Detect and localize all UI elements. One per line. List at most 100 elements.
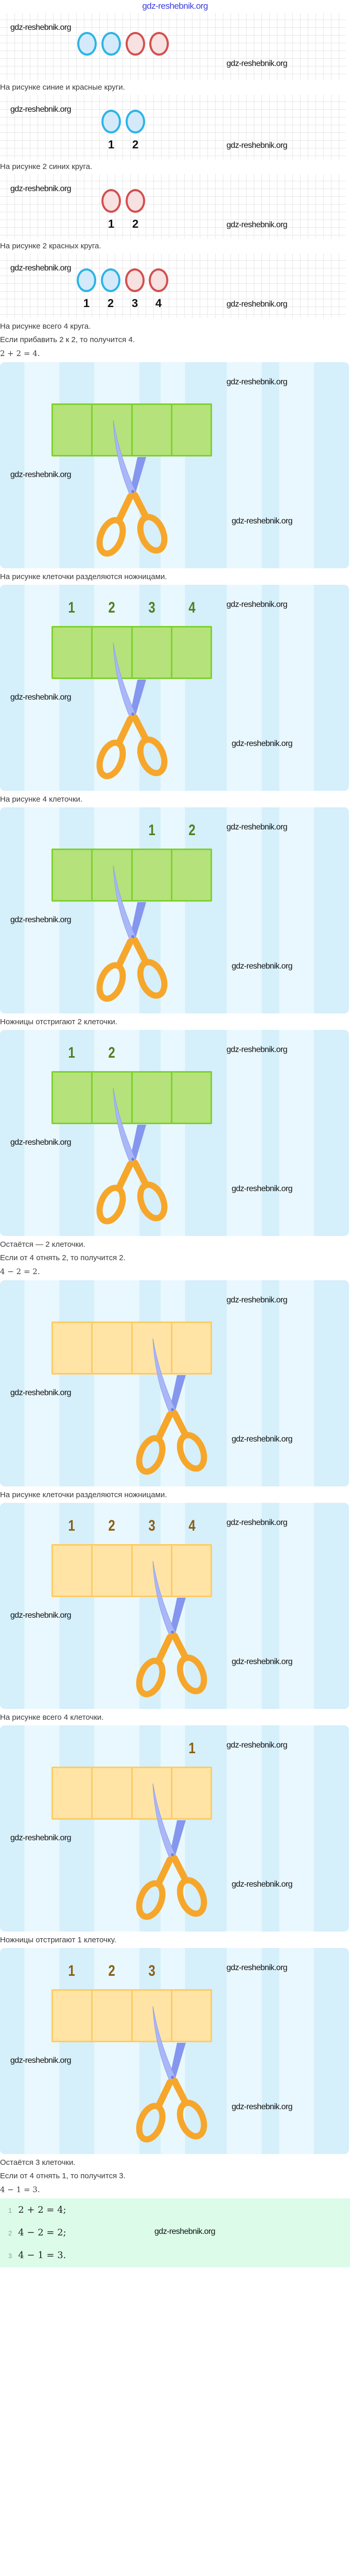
cell	[93, 1768, 133, 1818]
equation: 2 + 2 = 4.	[0, 349, 40, 358]
cell-number-label: 1	[68, 1517, 75, 1534]
circle-number-label: 3	[131, 297, 138, 310]
circle-figure: gdz-reshebnik.org gdz-reshebnik.org	[0, 13, 346, 80]
scissors-figure: 1 gdz-reshebnik.org gdz-reshebnik.org gdz-r…	[0, 1725, 349, 1931]
equation: 4 − 2 = 2.	[0, 1267, 40, 1276]
circle-number-label: 1	[83, 297, 90, 310]
watermark-text: gdz-reshebnik.org	[226, 1518, 287, 1527]
watermark-text: gdz-reshebnik.org	[10, 1834, 71, 1842]
cell	[133, 1073, 172, 1123]
caption: На рисунке 2 красных круга.	[0, 242, 101, 250]
caption: На рисунке всего 4 круга.	[0, 322, 91, 331]
cell-number-label: 3	[148, 1962, 155, 1979]
scissors-icon	[136, 2006, 207, 2143]
cell	[93, 850, 133, 900]
watermark-text: gdz-reshebnik.org	[226, 1045, 287, 1054]
caption: На рисунке синие и красные круги.	[0, 83, 125, 92]
watermark-text: gdz-reshebnik.org	[10, 264, 71, 273]
watermark-text: gdz-reshebnik.org	[226, 1741, 287, 1750]
cell-number-label: 2	[108, 599, 115, 616]
cell	[53, 405, 93, 455]
cell-strip	[51, 1071, 212, 1124]
red-circle	[126, 32, 145, 56]
blue-circle	[101, 268, 120, 292]
cell-number-label: 4	[188, 599, 196, 616]
watermark-text: gdz-reshebnik.org	[10, 1611, 71, 1620]
blue-circle	[101, 32, 121, 56]
watermark-text: gdz-reshebnik.org	[226, 59, 287, 68]
equation: 4 − 1 = 3.	[0, 2185, 40, 2194]
watermark-text: gdz-reshebnik.org	[232, 1657, 292, 1666]
cell	[93, 1323, 133, 1373]
red-circle	[149, 268, 168, 292]
watermark-text: gdz-reshebnik.org	[10, 23, 71, 32]
watermark-text: gdz-reshebnik.org	[10, 1388, 71, 1397]
watermark-text: gdz-reshebnik.org	[10, 693, 71, 702]
circle-number-label: 2	[132, 138, 139, 151]
scissors-icon	[96, 1088, 168, 1225]
caption: На рисунке клеточки разделяются ножницам…	[0, 572, 167, 581]
red-circle	[126, 189, 145, 213]
watermark-text: gdz-reshebnik.org	[10, 105, 71, 114]
watermark-text: gdz-reshebnik.org	[10, 470, 71, 479]
cell	[93, 628, 133, 677]
caption: Остаётся — 2 клеточки.	[0, 1240, 85, 1249]
cell-strip	[51, 403, 212, 456]
cell-number-label: 1	[148, 822, 155, 839]
watermark-text: gdz-reshebnik.org	[154, 2227, 215, 2236]
cell	[53, 1323, 93, 1373]
cell	[53, 1073, 93, 1123]
answer-equation: 2 + 2 = 4;	[18, 2205, 66, 2215]
watermark-text: gdz-reshebnik.org	[232, 739, 292, 748]
scissors-icon	[96, 420, 168, 557]
watermark-text: gdz-reshebnik.org	[232, 1880, 292, 1889]
watermark-text: gdz-reshebnik.org	[226, 221, 287, 229]
watermark-text: gdz-reshebnik.org	[232, 1184, 292, 1193]
circle-number-label: 1	[108, 138, 115, 151]
cell-number-label: 3	[148, 599, 155, 616]
watermark-text: gdz-reshebnik.org	[226, 1963, 287, 1972]
watermark-text: gdz-reshebnik.org	[226, 378, 287, 386]
caption: Остаётся 3 клеточки.	[0, 2158, 76, 2167]
watermark-text: gdz-reshebnik.org	[10, 184, 71, 193]
watermark-text: gdz-reshebnik.org	[232, 2103, 292, 2111]
blue-circle	[101, 110, 121, 133]
caption: Если прибавить 2 к 2, то получится 4.	[0, 335, 135, 344]
cell	[53, 628, 93, 677]
cell	[133, 1546, 172, 1596]
scissors-icon	[136, 1783, 207, 1920]
answer-item: 2 4 − 2 = 2;	[8, 2227, 66, 2238]
answer-item: 3 4 − 1 = 3.	[8, 2250, 66, 2261]
cell-strip	[51, 1989, 212, 2042]
scissors-icon	[136, 1338, 207, 1475]
cell-number-label: 1	[68, 1962, 75, 1979]
scissors-icon	[96, 642, 168, 779]
caption: На рисунке клеточки разделяются ножницам…	[0, 1490, 167, 1499]
cell-number-label: 1	[68, 599, 75, 616]
cell-number-label: 2	[108, 1044, 115, 1061]
cell	[53, 850, 93, 900]
blue-circle	[77, 268, 96, 292]
answer-item: 1 2 + 2 = 4;	[8, 2205, 66, 2215]
cell-number-label: 1	[188, 1740, 196, 1757]
cell	[93, 405, 133, 455]
answer-number: 3	[8, 2252, 12, 2260]
answer-equation: 4 − 2 = 2;	[18, 2227, 66, 2238]
red-circle	[101, 189, 121, 213]
cell-number-label: 3	[148, 1517, 155, 1534]
site-title[interactable]: gdz-reshebnik.org	[142, 1, 208, 11]
red-circle	[149, 32, 169, 56]
cell-strip	[51, 849, 212, 902]
cell	[133, 405, 172, 455]
watermark-text: gdz-reshebnik.org	[10, 2056, 71, 2065]
caption: На рисунке 4 клеточки.	[0, 795, 83, 804]
cell-number-label: 2	[188, 822, 196, 839]
red-circle	[125, 268, 145, 292]
answer-number: 1	[8, 2207, 12, 2214]
watermark-text: gdz-reshebnik.org	[10, 1138, 71, 1147]
